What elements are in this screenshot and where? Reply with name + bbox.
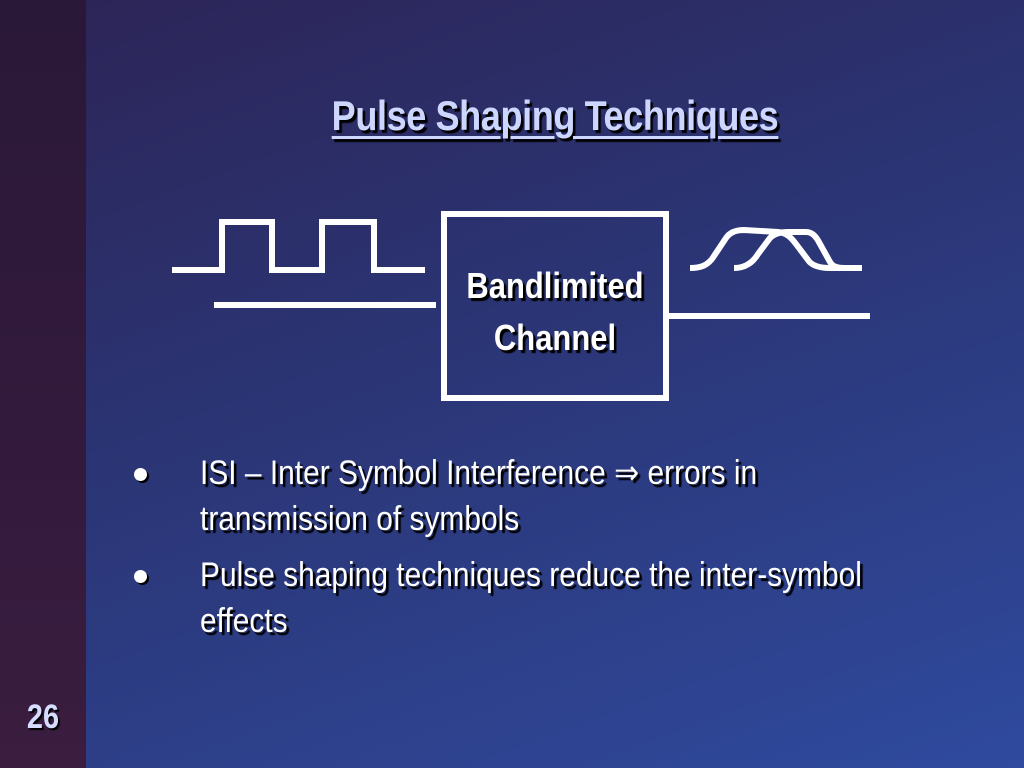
bullet-list: ISI – Inter Symbol Interference ⇒ errors… — [130, 450, 950, 654]
bandlimited-channel-box — [441, 211, 669, 401]
side-bar: 26 — [0, 0, 86, 768]
slide-title: Pulse Shaping Techniques — [331, 92, 779, 139]
bullet-dot-icon — [134, 468, 147, 481]
bullet-text: Pulse shaping techniques reduce the inte… — [200, 556, 862, 640]
channel-label: Bandlimited Channel — [444, 260, 666, 364]
bullet-item: ISI – Inter Symbol Interference ⇒ errors… — [130, 450, 950, 542]
bullet-dot-icon — [134, 570, 147, 583]
output-distorted-pulse-second — [733, 229, 845, 271]
bullet-item: Pulse shaping techniques reduce the inte… — [130, 552, 950, 644]
channel-label-line2: Channel — [493, 317, 617, 358]
bullet-text: ISI – Inter Symbol Interference ⇒ errors… — [200, 454, 758, 538]
slide-number: 26 — [26, 698, 60, 736]
channel-label-line1: Bandlimited — [466, 265, 644, 306]
input-pulse-train — [172, 219, 425, 273]
